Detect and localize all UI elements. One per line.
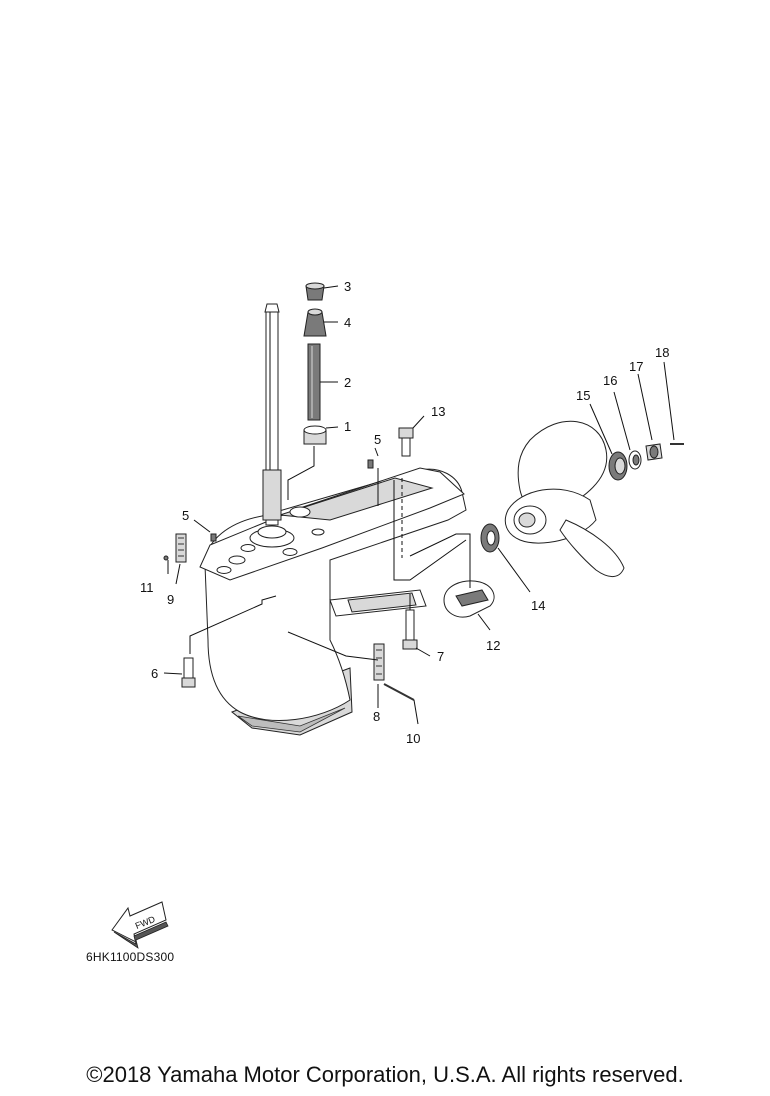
callout-leaders <box>163 285 675 725</box>
callout-4: 4 <box>344 315 351 330</box>
part-2-tube <box>307 343 321 421</box>
diagram-code: 6HK1100DS300 <box>86 950 175 964</box>
callout-17: 17 <box>629 359 643 374</box>
copyright-notice: ©2018 Yamaha Motor Corporation, U.S.A. A… <box>86 1062 684 1087</box>
callout-10: 10 <box>406 731 420 746</box>
callout-7: 7 <box>437 649 444 664</box>
part-16-washer <box>628 450 642 470</box>
drive-shaft <box>262 303 282 526</box>
callout-8: 8 <box>373 709 380 724</box>
part-8-anode <box>373 643 385 681</box>
part-3-bushing <box>305 282 325 301</box>
propeller <box>504 420 625 577</box>
part-11-screw <box>163 555 169 561</box>
callout-15: 15 <box>576 388 590 403</box>
callout-13: 13 <box>431 404 445 419</box>
callout-9: 9 <box>167 592 174 607</box>
part-5-plug-left <box>210 533 217 542</box>
callout-6: 6 <box>151 666 158 681</box>
callout-1: 1 <box>344 419 351 434</box>
callout-2: 2 <box>344 375 351 390</box>
part-10-screw <box>383 683 415 701</box>
callout-14: 14 <box>531 598 545 613</box>
callout-11: 11 <box>140 580 154 595</box>
part-1-grommet <box>303 425 327 445</box>
part-9-anode <box>175 533 187 563</box>
callout-numbers: 1 2 3 4 5 5 6 7 8 9 10 11 12 13 14 15 16… <box>140 279 669 746</box>
callout-5-left: 5 <box>182 508 189 523</box>
callout-3: 3 <box>344 279 351 294</box>
part-13-bolt <box>398 427 414 457</box>
reference-lines <box>189 446 471 661</box>
part-5-plug-center <box>367 459 374 469</box>
fwd-arrow-icon: FWD <box>111 901 169 949</box>
part-6-bolt <box>181 657 196 688</box>
part-4-sleeve <box>303 308 327 337</box>
part-14-thrust-washer <box>480 523 500 553</box>
callout-12: 12 <box>486 638 500 653</box>
callout-5-center: 5 <box>374 432 381 447</box>
part-17-nut <box>645 443 663 461</box>
part-12-trim-tab <box>443 580 495 618</box>
part-7-bolt <box>402 609 418 650</box>
part-15-spacer <box>608 451 628 481</box>
callout-16: 16 <box>603 373 617 388</box>
lower-case-housing <box>199 467 467 736</box>
callout-18: 18 <box>655 345 669 360</box>
